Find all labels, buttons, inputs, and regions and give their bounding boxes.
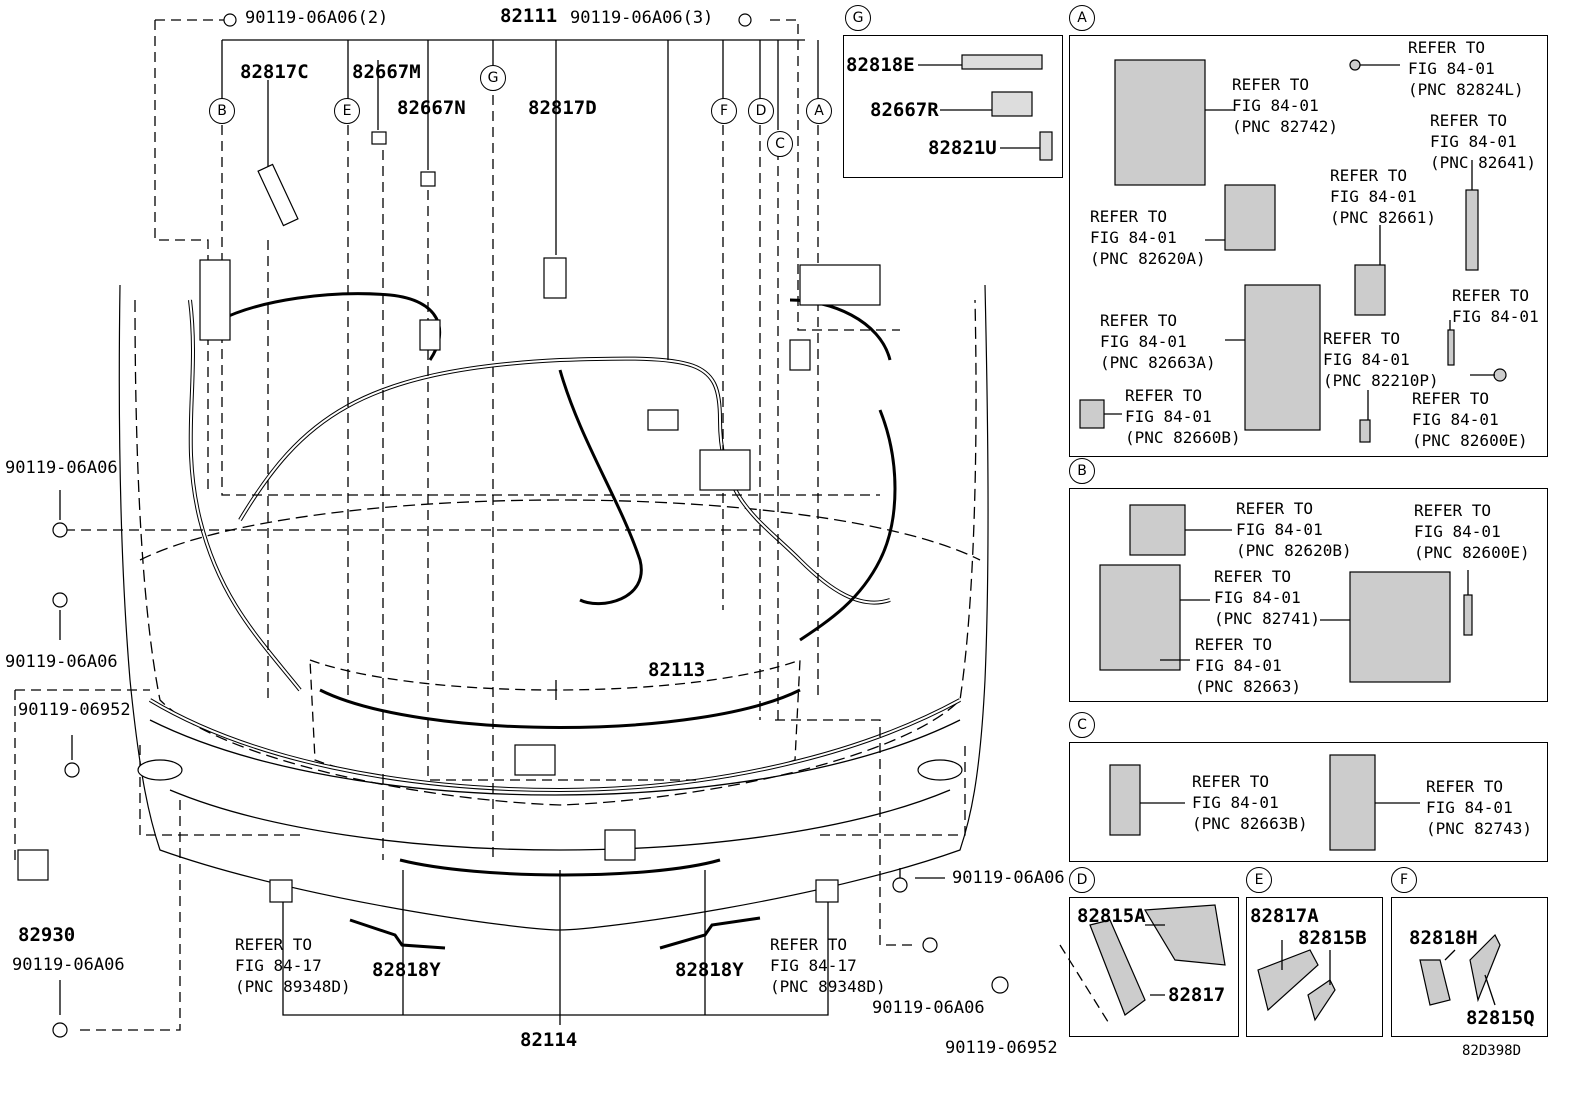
bolt-top-left: 90119-06A06(2) [245, 8, 389, 28]
bolt-left-3: 90119-06952 [18, 700, 131, 720]
callout-d: D [748, 98, 774, 124]
callout-f: F [711, 98, 737, 124]
inset-g [843, 35, 1063, 178]
ref-fig17-left: REFER TO FIG 84-17 (PNC 89348D) [235, 935, 351, 996]
body-outline-inner [134, 299, 977, 806]
panel-b-marker: B [1069, 458, 1095, 484]
harness-left-inner [189, 299, 301, 691]
ref-a-84-01: REFER TO FIG 84-01 [1452, 286, 1539, 326]
ref-a-82600e: REFER TO FIG 84-01 (PNC 82600E) [1412, 389, 1528, 450]
callout-b: B [209, 98, 235, 124]
ref-a-82210p: REFER TO FIG 84-01 (PNC 82210P) [1323, 329, 1439, 390]
part-82818y-left: 82818Y [372, 959, 441, 981]
ref-c-82743: REFER TO FIG 84-01 (PNC 82743) [1426, 777, 1532, 838]
harness-82114 [399, 858, 721, 877]
panel-d-marker: D [1069, 867, 1095, 893]
bolt-top-right: 90119-06A06(3) [570, 8, 714, 28]
panel-a [1069, 35, 1548, 457]
bumper-lower [169, 789, 951, 851]
bolt-right-1: 90119-06A06 [952, 868, 1065, 888]
panel-f [1391, 897, 1548, 1037]
panel-a-marker: A [1069, 5, 1095, 31]
ref-b-82741: REFER TO FIG 84-01 (PNC 82741) [1214, 567, 1320, 628]
ref-a-82742: REFER TO FIG 84-01 (PNC 82742) [1232, 75, 1338, 136]
panel-d [1069, 897, 1239, 1037]
panel-c-marker: C [1069, 712, 1095, 738]
main-harness [238, 356, 891, 605]
ref-a-82661: REFER TO FIG 84-01 (PNC 82661) [1330, 166, 1436, 227]
body-outline [118, 284, 989, 931]
ref-a-82660b: REFER TO FIG 84-01 (PNC 82660B) [1125, 386, 1241, 447]
panel-c [1069, 742, 1548, 862]
part-82818e: 82818E [846, 54, 915, 76]
ref-c-82663b: REFER TO FIG 84-01 (PNC 82663B) [1192, 772, 1308, 833]
ref-b-82663: REFER TO FIG 84-01 (PNC 82663) [1195, 635, 1301, 696]
ref-a-82641: REFER TO FIG 84-01 (PNC 82641) [1430, 111, 1536, 172]
part-82817c: 82817C [240, 61, 309, 83]
part-82113: 82113 [648, 659, 706, 681]
harness-cross [558, 369, 643, 606]
panel-b [1069, 488, 1548, 702]
callout-g: G [480, 65, 506, 91]
ref-a-82663a: REFER TO FIG 84-01 (PNC 82663A) [1100, 311, 1216, 372]
part-82114: 82114 [520, 1029, 578, 1051]
harness-right-side [799, 409, 897, 642]
part-82111: 82111 [500, 5, 558, 27]
ref-fig17-right: REFER TO FIG 84-17 (PNC 89348D) [770, 935, 886, 996]
bolt-left-1: 90119-06A06 [5, 458, 118, 478]
part-82817: 82817 [1168, 984, 1226, 1006]
ref-a-82620a: REFER TO FIG 84-01 (PNC 82620A) [1090, 207, 1206, 268]
part-82818h: 82818H [1409, 927, 1478, 949]
bolt-right-2: 90119-06A06 [872, 998, 985, 1018]
part-82815q: 82815Q [1466, 1007, 1535, 1029]
part-82667n: 82667N [397, 97, 466, 119]
bumper-line [149, 719, 961, 796]
callout-e: E [334, 98, 360, 124]
part-82667m: 82667M [352, 61, 421, 83]
callout-c: C [767, 131, 793, 157]
panel-e [1246, 897, 1383, 1037]
part-82815b: 82815B [1298, 927, 1367, 949]
part-82821u: 82821U [928, 137, 997, 159]
part-82817d: 82817D [528, 97, 597, 119]
diagram-code: 82D398D [1462, 1043, 1522, 1059]
bolt-left-2: 90119-06A06 [5, 652, 118, 672]
part-82818y-right: 82818Y [675, 959, 744, 981]
main-harness-inner [239, 357, 891, 604]
panel-f-marker: F [1391, 867, 1417, 893]
part-82930: 82930 [18, 924, 76, 946]
bolt-left-4: 90119-06A06 [12, 955, 125, 975]
ref-b-82600e: REFER TO FIG 84-01 (PNC 82600E) [1414, 501, 1530, 562]
ref-a-82824l: REFER TO FIG 84-01 (PNC 82824L) [1408, 38, 1524, 99]
bolt-right-3: 90119-06952 [945, 1038, 1058, 1058]
callout-a: A [806, 98, 832, 124]
panel-e-marker: E [1246, 867, 1272, 893]
harness-loop-top [219, 292, 441, 361]
harness-82113 [319, 688, 801, 729]
ref-b-82620b: REFER TO FIG 84-01 (PNC 82620B) [1236, 499, 1352, 560]
harness-front-inner [149, 699, 961, 792]
part-82817a: 82817A [1250, 905, 1319, 927]
part-82815a: 82815A [1077, 905, 1146, 927]
panel-g-marker: G [845, 5, 871, 31]
part-82667r: 82667R [870, 99, 939, 121]
